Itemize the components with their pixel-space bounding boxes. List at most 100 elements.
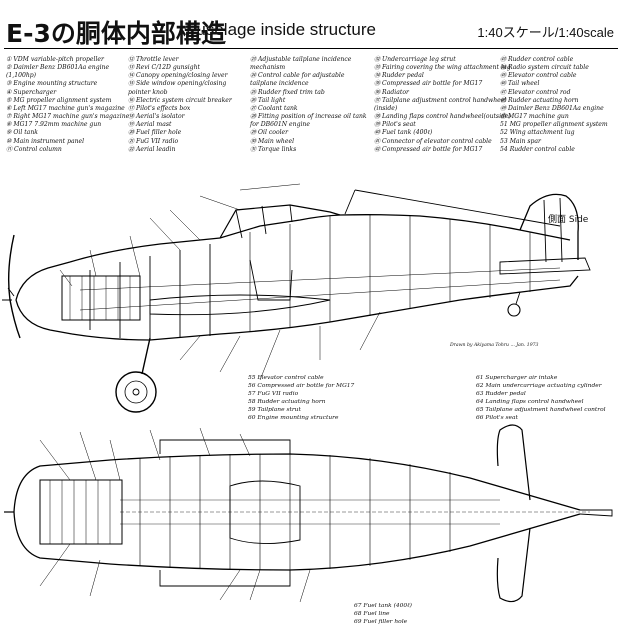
legend-item: 64 Landing flaps control handwheel [476,399,584,406]
legend-item: 63 Rudder pedal [476,391,526,398]
legend-item: ㊴ Pilot's seat [374,121,416,129]
legend-item: ㉘ Fitting position of increase oil tank [250,113,367,121]
legend-item: 57 FuG VII radio [248,391,299,398]
fuselage-top [69,214,571,263]
side-view-label: 側面 Side [548,215,589,225]
legend-item: ② Daimler Benz DB601Aa engine [6,64,110,72]
fuselage-bottom [71,275,579,341]
top-view [4,424,613,603]
tailplane-lower [496,527,531,603]
legend-item: ㉑ FuG VII radio [128,137,179,145]
legend-item: ㊷ Compressed air bottle for MG17 [374,145,483,153]
legend-item: 51 MG propeller alignment system [500,121,608,129]
cockpit-outline [229,480,301,545]
legend-column-1: ① VDM variable-pitch propeller ② Daimler… [6,56,129,154]
legend-item: ㊽ Rudder actuating horn [500,96,579,104]
legend-item: 56 Compressed air bottle for MG17 [248,383,355,390]
tailplane-upper [496,424,531,501]
mid-legend-right: 61 Supercharger air intake 62 Main under… [476,374,606,423]
legend-item: tailplane incidence [250,80,309,88]
mid-legend-left: 55 Elevator control cable 56 Compressed … [248,374,354,423]
legend-column-5: ㊸ Rudder control cable ㊹ Radio system ci… [500,56,608,154]
legend-column-3: ㉓ Adjustable tailplane incidence mechani… [250,56,367,154]
top-fuselage-upper [13,453,581,513]
legend-item: 54 Rudder control cable [500,145,575,153]
legend-item: ⑱ Aerial's isolator [128,113,185,121]
top-engine-block [39,479,123,545]
wing-root-stubs [159,439,291,587]
legend-item: ㉞ Rudder pedal [374,72,424,80]
legend-item: ㉛ Torque links [250,145,297,153]
legend-item: ⑨ Oil tank [6,129,38,137]
legend-column-4: ㉜ Undercarriage leg strut ㉝ Fairing cove… [374,56,511,154]
side-view [2,183,591,413]
legend-item: ㉖ Tail light [250,96,286,104]
legend-item: ⑬ Revi C/12D gunsight [128,64,200,72]
legend-item: ㊱ Radiator [374,88,409,96]
legend-item: ㊹ Radio system circuit table [500,64,589,72]
legend-item: ㉗ Coolant tank [250,104,298,112]
legend-item: ㉜ Undercarriage leg strut [374,56,456,63]
legend-item: ㊻ Tail wheel [500,80,540,88]
legend-item: 59 Tailplane strut [248,407,301,414]
legend-item: for DB601N engine [250,121,310,129]
propeller-blade [7,234,21,339]
legend-item: ㉝ Fairing covering the wing attachment l… [374,64,511,72]
legend-item: ㉚ Main wheel [250,137,295,145]
legend-item: 65 Tailplane adjustment handwheel contro… [476,407,606,414]
legend-item: ㊵ Fuel tank (400ℓ) [374,129,433,137]
legend-column-2: ⑫ Throttle lever ⑬ Revi C/12D gunsight ⑭… [128,56,232,154]
legend-item: ⑩ Main instrument panel [6,137,85,145]
legend-item: 53 Main spar [500,137,541,145]
legend-item: ⑳ Fuel filler hole [128,129,182,137]
legend-item: ㉔ Control cable for adjustable [250,72,345,80]
legend-item: ③ Engine mounting structure [6,80,98,88]
top-fuselage-lower [13,511,581,571]
main-gear-strut [141,337,151,375]
legend-item: 67 Fuel tank (400ℓ) [354,603,412,609]
legend-item: (inside) [374,104,398,112]
legend-item: 52 Wing attachment lug [500,129,575,137]
legend-item: ㉙ Oil cooler [250,129,289,137]
legend-item: pointer knob [128,88,168,96]
legend-item: ㉟ Compressed air bottle for MG17 [374,80,483,88]
legend-item: ㊿ MG17 machine gun [500,113,569,121]
legend-item: ⑰ Pilot's effects box [128,104,191,112]
tail-wheel [507,303,521,317]
legend-item: ⑯ Electric system circuit breaker [128,96,232,104]
legend-item: ㉓ Adjustable tailplane incidence [250,56,352,63]
legend-item: 60 Engine mounting structure [248,415,339,422]
legend-item: ㉕ Rudder fixed trim tab [250,88,325,96]
legend-item: ㊲ Tailplane adjustment control handwheel [374,96,507,104]
main-wheel [115,371,157,413]
header-rule [4,48,618,49]
legend-item: ㊼ Elevator control rod [500,88,571,96]
engine-block [61,275,141,321]
legend-item: ㊾ Daimler Benz DB601Aa engine [500,104,604,112]
legend-item: ㊺ Elevator control cable [500,72,577,80]
legend-item: ④ Supercharger [6,88,57,96]
legend-item: 58 Rudder actuating horn [248,399,326,406]
legend-item: 68 Fuel line [354,611,390,618]
legend-item: ⑦ Right MG17 machine gun's magazine [6,113,130,121]
legend-item: ㊶ Connector of elevator control cable [374,137,492,145]
legend-item: ⑥ Left MG17 machine gun's magazine [6,104,125,112]
legend-item: ㉒ Aerial leadin [128,145,176,153]
legend-item: ① VDM variable-pitch propeller [6,56,104,63]
legend-item: ⑭ Canopy opening/closing lever [128,72,228,80]
legend-item: 55 Elevator control cable [248,375,324,381]
legend-item: ⑧ MG17 7.92mm machine gun [6,121,102,129]
legend-item: 62 Main undercarriage actuating cylinder [476,383,602,390]
legend-item: ⑲ Aerial mast [128,121,172,129]
legend-item: ㊸ Rudder control cable [500,56,574,63]
legend-item: ⑤ MG propeller alignment system [6,96,112,104]
legend-item: ⑮ Side window opening/closing [128,80,227,88]
legend-item: ⑪ Control column [6,145,62,153]
legend-item: mechanism [250,64,286,72]
legend-item: ㊳ Landing flaps control handwheel(outsid… [374,113,511,121]
bottom-legend: 67 Fuel tank (400ℓ) 68 Fuel line 69 Fuel… [354,602,412,626]
spinner [15,261,71,301]
legend-item: 69 Fuel filler hole [354,619,408,626]
page-subtitle: Fuselage inside structure [186,20,376,39]
